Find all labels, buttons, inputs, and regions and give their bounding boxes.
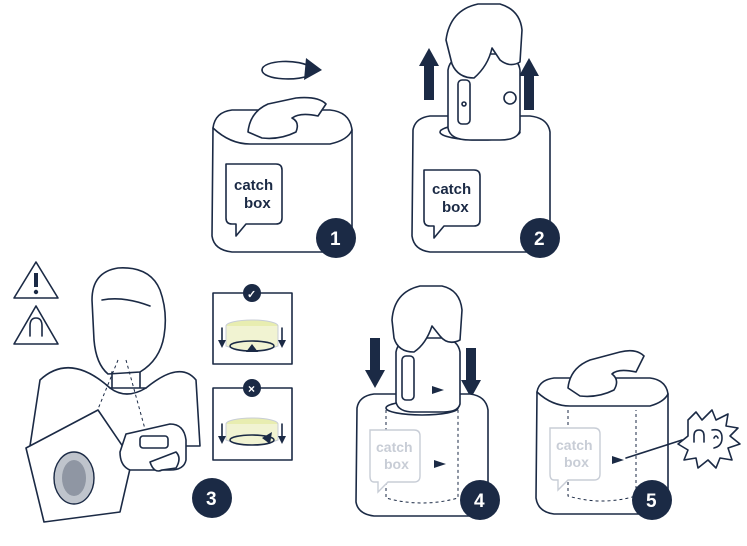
svg-text:2: 2 (534, 229, 545, 250)
svg-text:box: box (442, 199, 469, 216)
step-3-panel: 3 (25, 267, 232, 523)
svg-text:4: 4 (474, 491, 485, 512)
magnet-icon (13, 305, 59, 345)
step-1-panel: catch box 1 (211, 58, 356, 258)
step-2-badge: 2 (520, 218, 560, 258)
step-4-panel: catch box 4 (355, 285, 500, 520)
svg-text:catch: catch (432, 181, 471, 198)
svg-text:3: 3 (206, 489, 217, 510)
correct-placement-panel: ✓ (212, 284, 293, 365)
svg-text:catch: catch (376, 439, 413, 455)
up-arrow-icon (419, 48, 539, 110)
catchbox-cube (25, 409, 133, 523)
step-4-badge: 4 (460, 480, 500, 520)
cross-icon: × (248, 382, 255, 396)
down-arrow-icon (365, 338, 481, 398)
check-icon: ✓ (247, 289, 256, 301)
step-5-panel: catch box 5 (535, 349, 741, 520)
svg-text:box: box (384, 456, 409, 472)
svg-text:catch: catch (556, 437, 593, 453)
step-5-badge: 5 (632, 480, 672, 520)
catchbox-logo: catch box (369, 429, 421, 494)
catchbox-logo: catch box (225, 163, 283, 237)
svg-text:box: box (244, 195, 271, 212)
step-2-panel: catch box 2 (411, 3, 560, 258)
svg-text:1: 1 (330, 229, 341, 250)
microphone (119, 423, 187, 472)
warning-icon (13, 261, 59, 299)
svg-text:5: 5 (646, 491, 657, 512)
hand (567, 349, 645, 398)
catchbox-logo: catch box (423, 169, 481, 239)
catchbox-logo: catch box (549, 427, 601, 492)
hearing-icon (677, 409, 741, 469)
step-3-badge: 3 (192, 478, 232, 518)
hand (391, 285, 463, 353)
svg-text:box: box (564, 454, 589, 470)
hand (247, 96, 327, 140)
svg-text:catch: catch (234, 177, 273, 194)
hand (445, 3, 523, 79)
step-1-badge: 1 (316, 218, 356, 258)
rotate-icon (261, 58, 322, 80)
wrong-placement-panel: × (212, 379, 293, 461)
